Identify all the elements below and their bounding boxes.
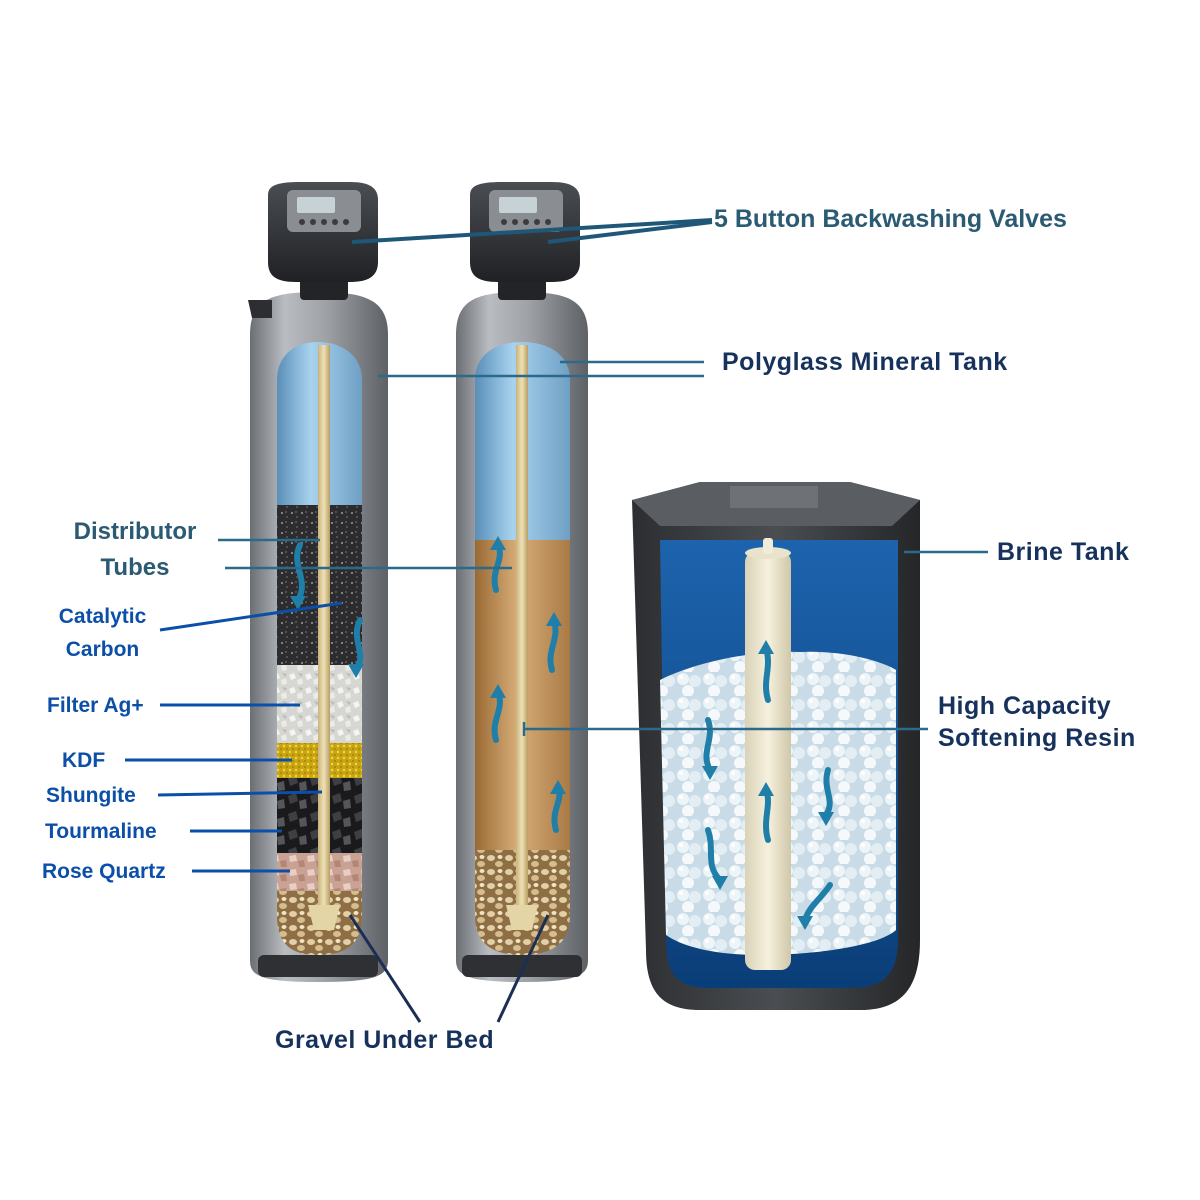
flow-arrow xyxy=(703,717,713,773)
brine-riser-tube xyxy=(745,552,791,970)
valve-display xyxy=(297,197,335,213)
label-rose-quartz: Rose Quartz xyxy=(42,860,166,883)
label-catalytic-line1: Catalytic xyxy=(58,605,147,628)
distributor-tube-left xyxy=(318,345,330,915)
label-shungite: Shungite xyxy=(46,784,136,807)
label-filter-ag: Filter Ag+ xyxy=(47,694,144,717)
flow-arrow xyxy=(294,542,305,603)
label-kdf: KDF xyxy=(62,749,106,772)
label-distributor-line1: Distributor xyxy=(73,518,197,545)
label-resin-line2: Softening Resin xyxy=(938,724,1136,752)
label-backwashing-valves: 5 Button Backwashing Valves xyxy=(714,205,1067,233)
brine-tank xyxy=(632,482,920,1010)
label-resin-line1: High Capacity xyxy=(938,692,1112,720)
media-leader-lines xyxy=(125,601,550,1023)
arrow-heads xyxy=(290,536,834,930)
middle-softener-tank xyxy=(456,182,588,982)
label-mineral-tank: Polyglass Mineral Tank xyxy=(722,348,1008,376)
flow-arrow xyxy=(823,767,833,818)
label-distributor-line2: Tubes xyxy=(100,554,170,581)
label-catalytic-line2: Carbon xyxy=(65,638,140,661)
left-filter-tank xyxy=(248,182,388,982)
distributor-tube-middle xyxy=(516,345,528,915)
label-tourmaline: Tourmaline xyxy=(45,820,157,843)
label-brine-tank: Brine Tank xyxy=(997,538,1130,566)
flow-arrow xyxy=(763,645,771,703)
leader-lines xyxy=(218,218,988,736)
label-gravel-under-bed: Gravel Under Bed xyxy=(275,1026,495,1054)
flow-arrow xyxy=(763,787,771,843)
